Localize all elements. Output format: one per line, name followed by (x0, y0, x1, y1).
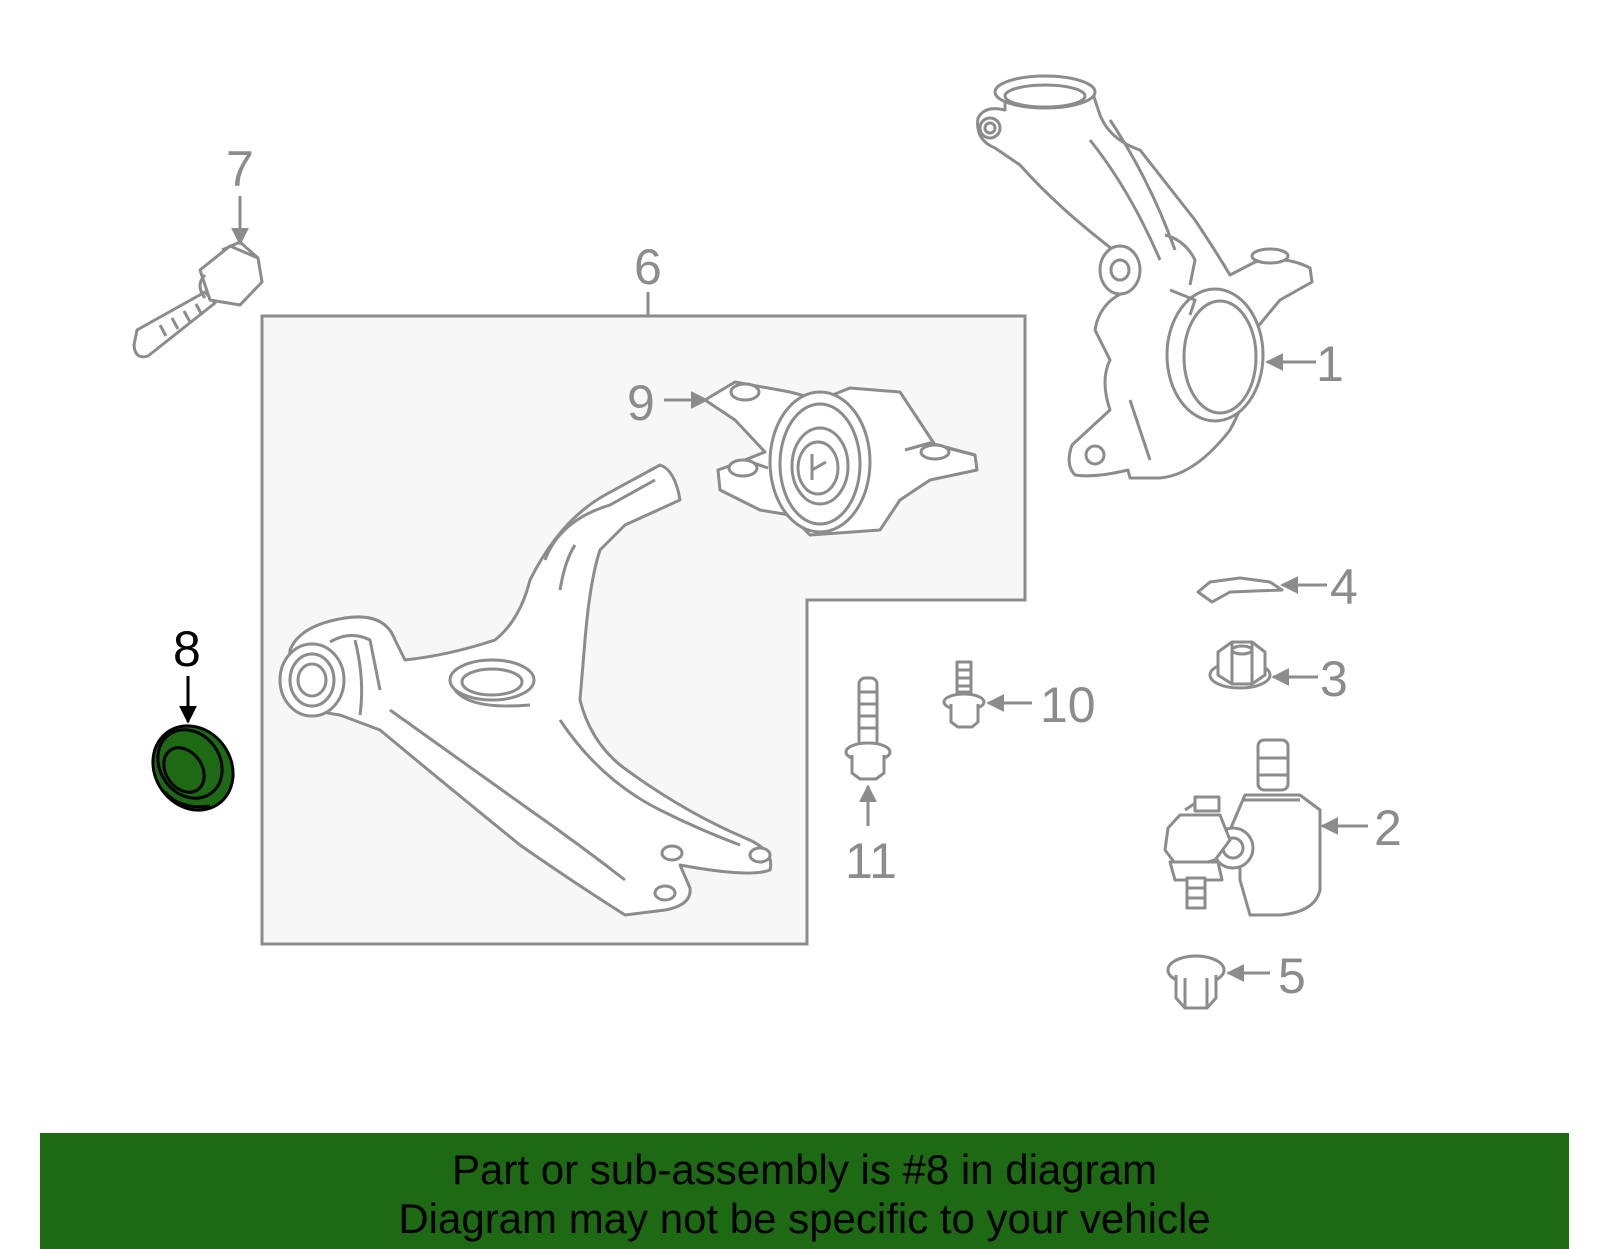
callout-1[interactable]: 1 (1316, 336, 1344, 392)
flange-nut-part-3[interactable] (1208, 640, 1272, 690)
banner-line-2: Diagram may not be specific to your vehi… (398, 1195, 1211, 1242)
callout-9[interactable]: 9 (627, 375, 655, 431)
control-arm-part-6[interactable] (278, 463, 773, 917)
steering-knuckle-part[interactable] (976, 74, 1314, 480)
washer-part-8-highlighted[interactable] (137, 710, 250, 826)
nut-part-5[interactable] (1166, 954, 1226, 1010)
flange-bolt-part-10[interactable] (942, 660, 986, 729)
callout-8[interactable]: 8 (173, 621, 201, 677)
callout-2[interactable]: 2 (1374, 800, 1402, 856)
callout-7[interactable]: 7 (226, 141, 254, 197)
banner-line-1: Part or sub-assembly is #8 in diagram (452, 1146, 1157, 1193)
callout-4[interactable]: 4 (1330, 559, 1358, 615)
callout-3[interactable]: 3 (1320, 651, 1348, 707)
bushing-part-9[interactable] (703, 380, 979, 537)
callout-10[interactable]: 10 (1040, 677, 1096, 733)
clip-part-4[interactable] (1196, 576, 1284, 604)
long-bolt-part-11[interactable] (844, 676, 892, 781)
bolt-part-7[interactable] (132, 240, 264, 359)
info-banner: Part or sub-assembly is #8 in diagram Di… (40, 1133, 1569, 1249)
callout-6[interactable]: 6 (634, 239, 662, 295)
ball-joint-part-2[interactable] (1163, 738, 1322, 917)
callout-5[interactable]: 5 (1278, 948, 1306, 1004)
callout-11[interactable]: 11 (845, 833, 897, 889)
